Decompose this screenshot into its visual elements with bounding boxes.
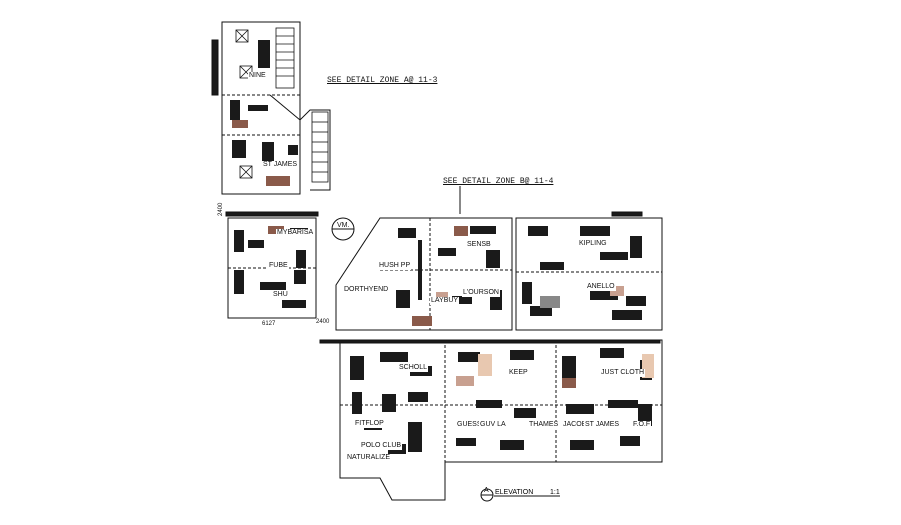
dim-2400-vertical: 2400 xyxy=(218,202,224,216)
store-label-fitflop: FITFLOP xyxy=(354,420,385,428)
store-label-scholl: SCHOLL xyxy=(398,364,429,372)
store-label-just-cloth: JUST CLOTH xyxy=(600,369,646,377)
dim-2400-horizontal: 2400 xyxy=(316,319,330,325)
store-label-jacob: JACOB xyxy=(562,421,588,429)
stair-a xyxy=(275,27,329,183)
zone-a-outline xyxy=(221,21,301,195)
store-label-st-james-top: ST JAMES xyxy=(262,161,299,169)
store-label-naturalizer: NATURALIZE xyxy=(346,454,392,462)
store-label-nine: NINE xyxy=(248,72,267,80)
store-label-guv-la: GUV LA xyxy=(479,421,507,429)
store-label-guess: GUESS xyxy=(456,421,483,429)
store-label-thames: THAMES xyxy=(528,421,560,429)
elevation-marker-letter: A xyxy=(484,487,489,494)
store-label-hush-pp: HUSH PP xyxy=(378,262,412,270)
detail-zone-a-note: SEE DETAIL ZONE A@ 11-3 xyxy=(327,76,438,85)
store-label-anello: ANELLO xyxy=(586,283,616,291)
store-label-dorthyend: DORTHYEND xyxy=(343,286,390,294)
store-label-fof: F.O.F xyxy=(632,421,652,429)
store-label-keep: KEEP xyxy=(508,369,529,377)
store-label-st-james-bottom: ST JAMES xyxy=(584,421,621,429)
store-label-laybuy: LAYBUY xyxy=(430,297,460,305)
store-label-lourson: L'OURSON xyxy=(462,289,500,297)
store-label-shu: SHU xyxy=(272,291,289,299)
store-label-fube: FUBE xyxy=(268,262,289,270)
detail-zone-b-note: SEE DETAIL ZONE B@ 11-4 xyxy=(443,177,554,186)
zone-right-outline xyxy=(515,217,663,331)
store-label-kipling: KIPLING xyxy=(578,240,608,248)
dim-6127: 6127 xyxy=(262,321,276,327)
zone-middle-outline xyxy=(335,217,513,331)
store-label-mybarisa: MYBARISA xyxy=(276,229,315,237)
store-label-vm: VM. xyxy=(337,222,350,229)
store-label-polo-club: POLO CLUB xyxy=(360,442,403,450)
elevation-title: ELEVATION xyxy=(495,489,534,496)
elevation-scale: 1:1 xyxy=(550,489,560,496)
zone-bottom-outline xyxy=(339,339,663,501)
store-label-sensb: SENSB xyxy=(466,241,492,249)
